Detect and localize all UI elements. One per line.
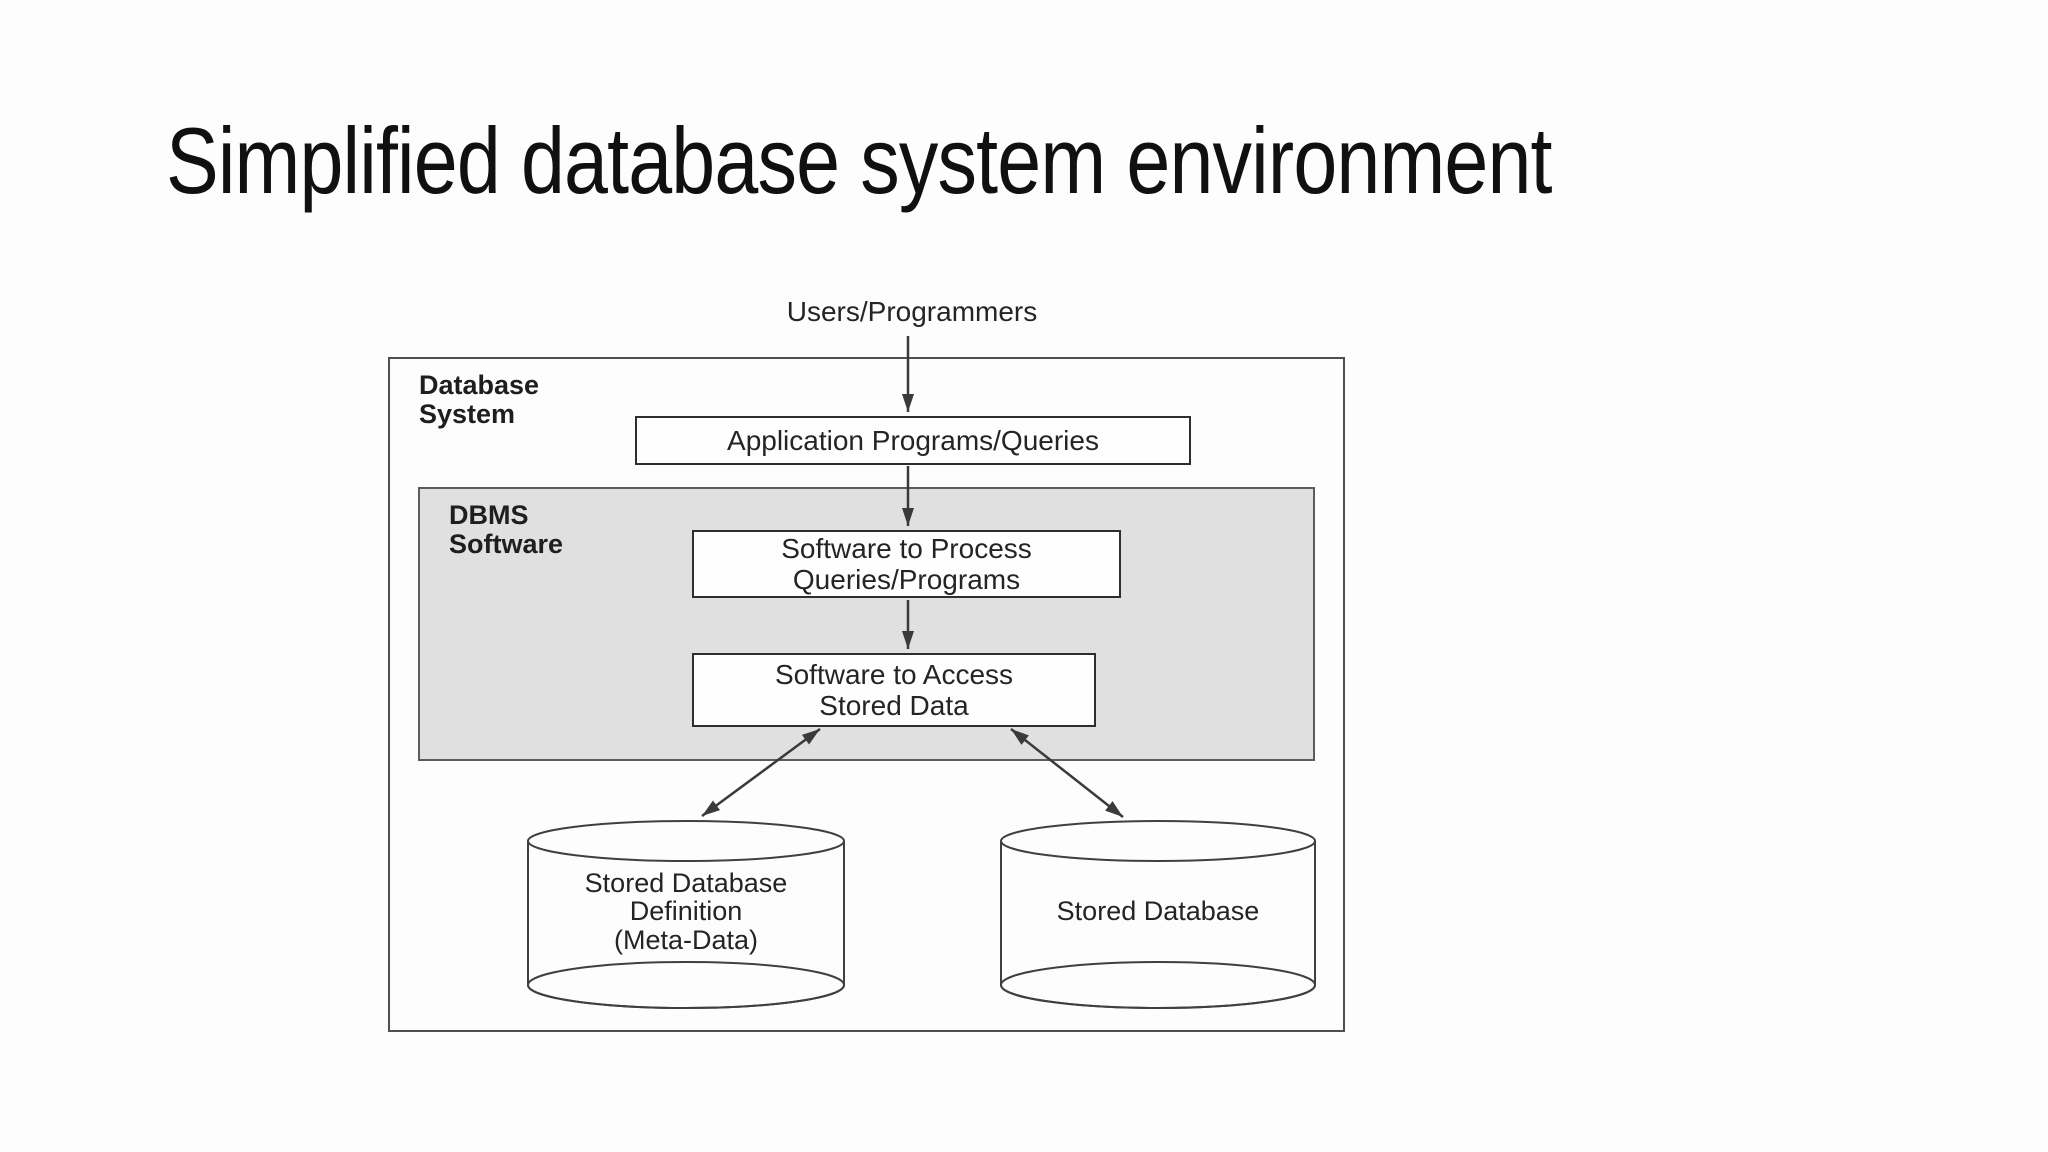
database-system-label: Database System (419, 370, 540, 430)
database-system-box (388, 357, 1345, 1032)
page-title: Simplified database system environment (166, 108, 1552, 213)
users-programmers-label: Users/Programmers (786, 296, 1038, 327)
software-access-data-box: Software to Access Stored Data (692, 653, 1096, 727)
application-programs-box: Application Programs/Queries (635, 416, 1191, 465)
dbms-software-label: DBMS Software (449, 500, 564, 560)
meta-cylinder-label: Stored Database Definition (Meta-Data) (584, 868, 788, 955)
software-process-queries-box: Software to Process Queries/Programs (692, 530, 1121, 598)
database-cylinder-label: Stored Database (1056, 896, 1260, 926)
